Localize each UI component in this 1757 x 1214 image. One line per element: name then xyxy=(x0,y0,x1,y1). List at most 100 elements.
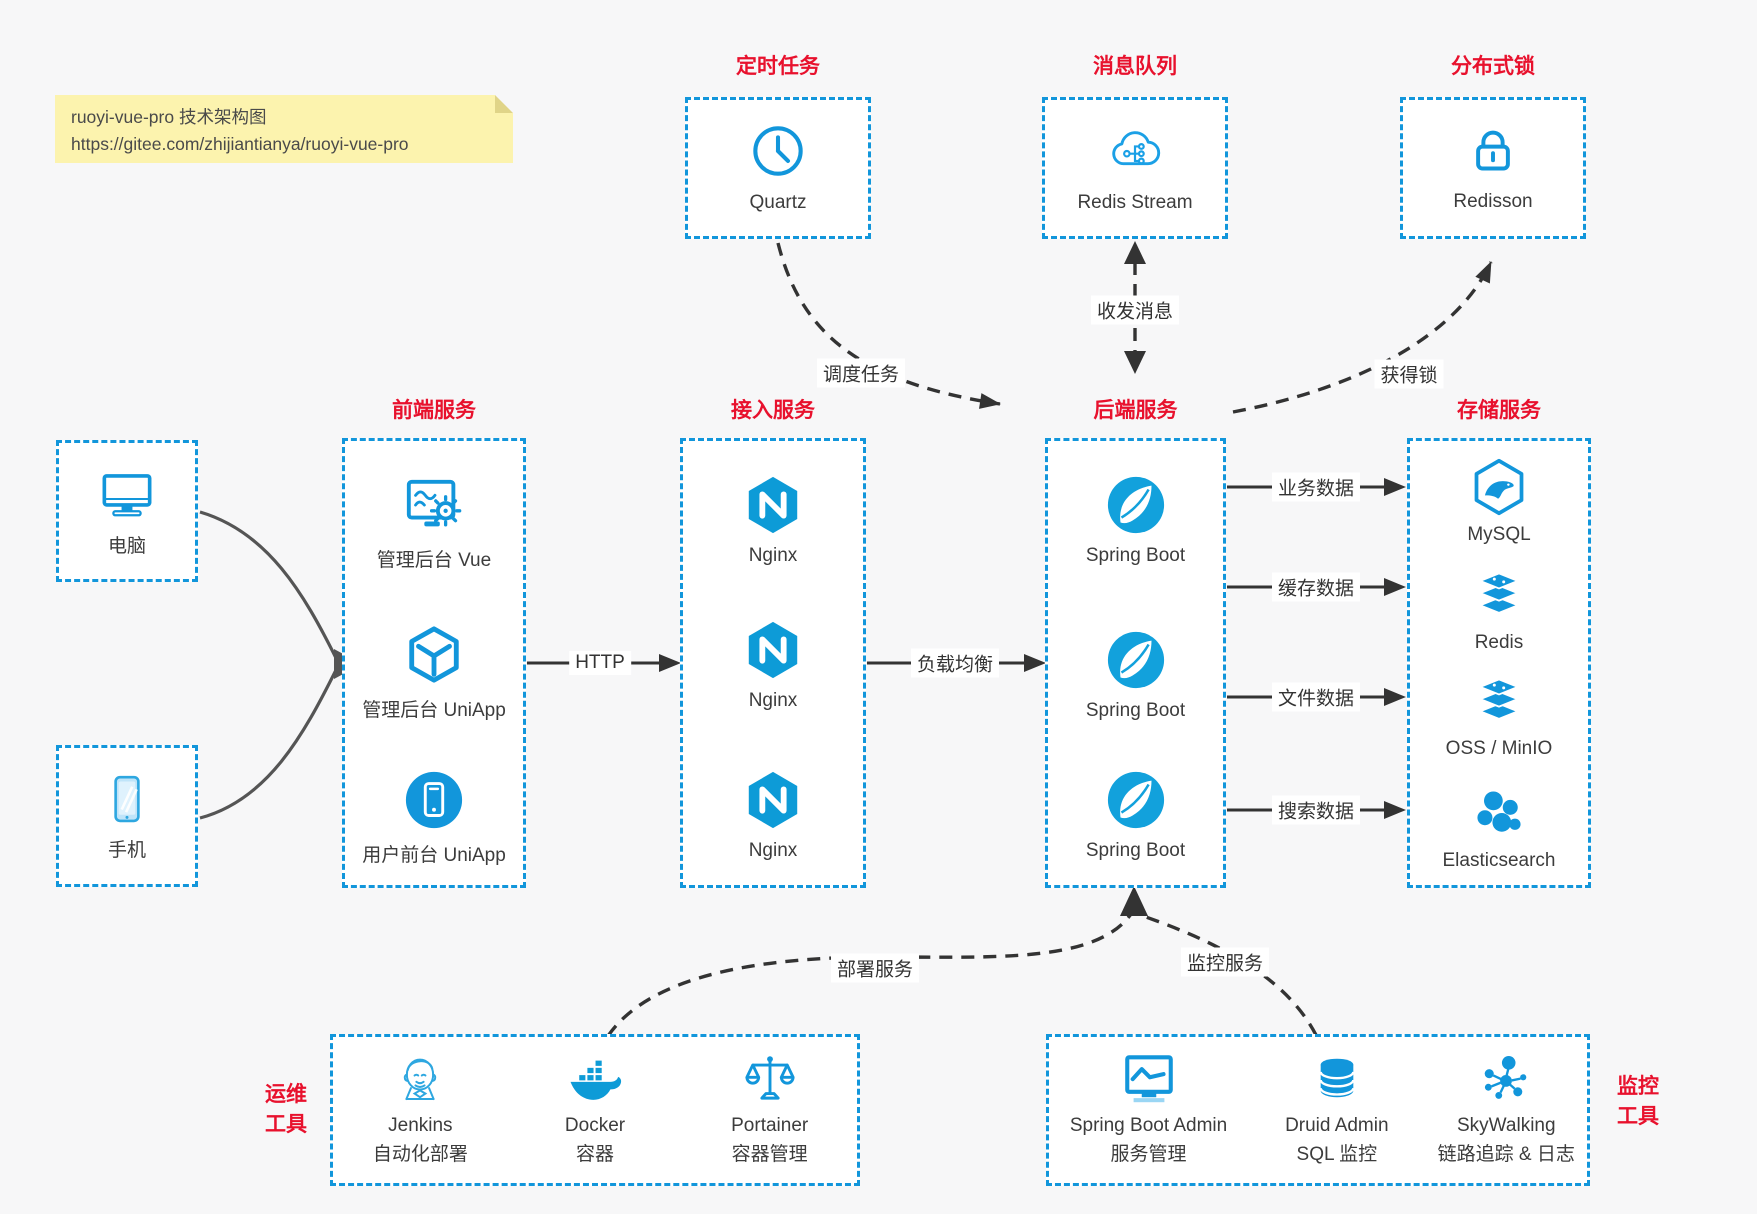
edge-label-load-balance: 负载均衡 xyxy=(910,648,1000,678)
client-desktop-label: 电脑 xyxy=(107,535,146,557)
edge-label-business-data: 业务数据 xyxy=(1271,472,1361,502)
node-druid-admin: Druid Admin SQL 监控 xyxy=(1248,1051,1426,1183)
sba-sublabel: 服务管理 xyxy=(1110,1143,1187,1165)
edge-label-file-data: 文件数据 xyxy=(1271,682,1361,712)
node-mysql-label: MySQL xyxy=(1467,524,1531,545)
nginx-icon xyxy=(742,769,804,831)
lock-title: 分布式锁 xyxy=(1451,55,1535,78)
node-user-uniapp: 用户前台 UniApp xyxy=(345,769,523,867)
node-skywalking: SkyWalking 链路追踪 & 日志 xyxy=(1426,1051,1587,1183)
elasticsearch-icon xyxy=(1469,783,1529,843)
node-nginx-3-label: Nginx xyxy=(748,840,798,861)
docker-icon xyxy=(566,1051,624,1109)
ops-tools-box: Jenkins 自动化部署 Docker 容器 Portainer 容器管理 xyxy=(330,1034,860,1186)
node-redis-label: Redis xyxy=(1474,632,1524,653)
node-nginx-2: Nginx xyxy=(683,619,863,712)
node-elasticsearch: Elasticsearch xyxy=(1410,783,1588,872)
note-fold-corner xyxy=(495,95,513,113)
client-phone-label: 手机 xyxy=(107,839,146,861)
node-portainer: Portainer 容器管理 xyxy=(682,1051,857,1183)
node-springboot-2: Spring Boot xyxy=(1048,629,1223,722)
docker-sublabel: 容器 xyxy=(576,1143,615,1165)
portainer-scales-icon xyxy=(741,1051,799,1109)
jenkins-icon xyxy=(391,1051,449,1109)
lock-icon xyxy=(1465,123,1521,179)
node-oss-minio: OSS / MinIO xyxy=(1410,671,1588,760)
scheduler-label: Quartz xyxy=(749,192,807,213)
frontend-box: 管理后台 Vue 管理后台 UniApp 用户前台 UniApp xyxy=(342,438,526,888)
node-mysql: MySQL xyxy=(1410,457,1588,546)
sticky-note: ruoyi-vue-pro 技术架构图 https://gitee.com/zh… xyxy=(55,95,513,163)
node-user-uniapp-label: 用户前台 UniApp xyxy=(362,845,506,866)
spring-boot-icon xyxy=(1105,629,1167,691)
mq-box: Redis Stream xyxy=(1042,97,1228,239)
node-docker: Docker 容器 xyxy=(508,1051,683,1183)
node-redis: Redis xyxy=(1410,565,1588,654)
mq-label: Redis Stream xyxy=(1077,192,1193,213)
client-to-frontend-curves xyxy=(199,510,338,820)
edge-label-monitor: 监控服务 xyxy=(1180,947,1270,977)
frontend-title: 前端服务 xyxy=(392,399,476,422)
node-admin-uniapp-label: 管理后台 UniApp xyxy=(362,700,506,721)
skywalking-icon xyxy=(1477,1051,1535,1109)
portainer-sublabel: 容器管理 xyxy=(731,1143,808,1165)
node-nginx-3: Nginx xyxy=(683,769,863,862)
ops-title-line1: 运维 xyxy=(265,1083,307,1106)
node-springboot-1-label: Spring Boot xyxy=(1085,545,1186,566)
edge-label-messaging: 收发消息 xyxy=(1090,295,1180,325)
monitor-tools-title: 监控 工具 xyxy=(1598,1072,1678,1133)
docker-label: Docker xyxy=(564,1115,626,1136)
node-nginx-1: Nginx xyxy=(683,474,863,567)
edge-label-deploy: 部署服务 xyxy=(830,953,920,983)
node-oss-minio-label: OSS / MinIO xyxy=(1445,738,1553,759)
client-desktop-box: 电脑 xyxy=(56,440,198,582)
edge-label-search-data: 搜索数据 xyxy=(1271,795,1361,825)
skywalking-sublabel: 链路追踪 & 日志 xyxy=(1437,1143,1575,1165)
node-admin-vue-label: 管理后台 Vue xyxy=(376,550,492,571)
jenkins-sublabel: 自动化部署 xyxy=(372,1143,468,1165)
gateway-title: 接入服务 xyxy=(731,399,815,422)
node-springboot-1: Spring Boot xyxy=(1048,474,1223,567)
ops-title-line2: 工具 xyxy=(265,1113,307,1137)
skywalking-label: SkyWalking xyxy=(1457,1115,1556,1136)
monitor-title-line1: 监控 xyxy=(1617,1075,1659,1098)
edge-label-cache-data: 缓存数据 xyxy=(1271,572,1361,602)
scheduler-box: Quartz xyxy=(685,97,871,239)
solid-arrowheads xyxy=(659,478,1406,819)
clock-icon xyxy=(749,122,807,180)
monitor-tools-box: Spring Boot Admin 服务管理 Druid Admin SQL 监… xyxy=(1046,1034,1590,1186)
edge-label-acquire-lock: 获得锁 xyxy=(1374,359,1444,389)
desktop-icon xyxy=(98,465,156,523)
portainer-label: Portainer xyxy=(731,1115,809,1136)
ops-tools-title: 运维 工具 xyxy=(246,1080,326,1141)
storage-title: 存储服务 xyxy=(1457,399,1541,422)
mq-title: 消息队列 xyxy=(1093,55,1177,78)
client-phone-box: 手机 xyxy=(56,745,198,887)
backend-title: 后端服务 xyxy=(1093,399,1178,422)
lock-label: Redisson xyxy=(1453,191,1533,212)
edge-label-schedule: 调度任务 xyxy=(816,358,906,388)
message-queue-cloud-icon xyxy=(1105,122,1165,180)
spring-boot-icon xyxy=(1105,769,1167,831)
node-elasticsearch-label: Elasticsearch xyxy=(1442,850,1556,871)
druid-database-icon xyxy=(1308,1051,1366,1109)
admin-vue-icon xyxy=(403,474,465,536)
monitor-title-line2: 工具 xyxy=(1617,1105,1659,1129)
nginx-icon xyxy=(742,619,804,681)
backend-box: Spring Boot Spring Boot Spring Boot xyxy=(1045,438,1226,888)
node-springboot-3-label: Spring Boot xyxy=(1085,840,1186,861)
lock-box: Redisson xyxy=(1400,97,1586,239)
note-url: https://gitee.com/zhijiantianya/ruoyi-vu… xyxy=(71,134,409,155)
node-nginx-2-label: Nginx xyxy=(748,690,798,711)
node-admin-uniapp: 管理后台 UniApp xyxy=(345,624,523,722)
redis-icon xyxy=(1469,565,1529,625)
node-spring-boot-admin: Spring Boot Admin 服务管理 xyxy=(1049,1051,1248,1183)
oss-minio-icon xyxy=(1469,671,1529,731)
dashed-arrowheads xyxy=(1120,241,1148,916)
storage-box: MySQL Redis OSS / MinIO Elasticsearch xyxy=(1407,438,1591,888)
jenkins-label: Jenkins xyxy=(388,1115,453,1136)
uniapp-cube-icon xyxy=(403,624,465,686)
mysql-icon xyxy=(1469,457,1529,517)
druid-label: Druid Admin xyxy=(1285,1115,1389,1136)
